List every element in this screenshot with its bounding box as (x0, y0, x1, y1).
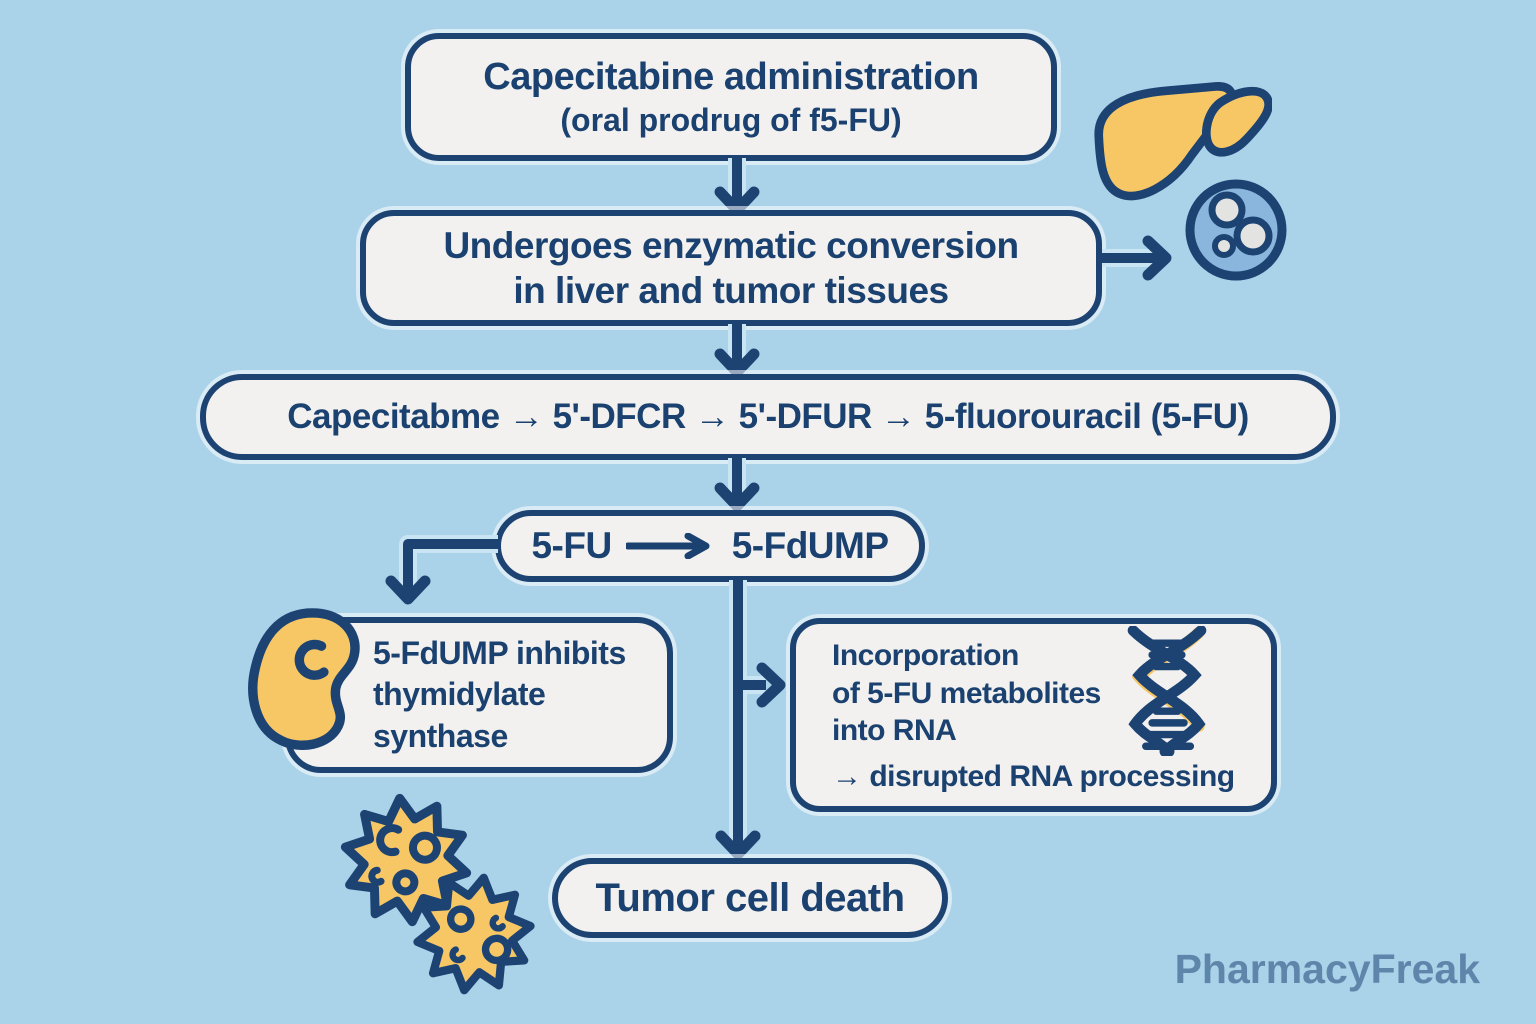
arrow-fdump-to-inhibit (385, 535, 498, 605)
rna-line-3: into RNA (832, 714, 957, 747)
arrow-conversion-to-pathway (714, 324, 760, 378)
cell-icon (1185, 179, 1287, 281)
dna-helix-icon (1127, 626, 1207, 756)
branch-to-rna-arrowhead (756, 662, 786, 708)
long-right-arrow-icon (625, 533, 710, 559)
admin-subtitle: (oral prodrug of f5-FU) (560, 101, 902, 138)
pathway-box: Capecitabme → 5'-DFCR → 5'-DFUR → 5-fluo… (200, 374, 1336, 460)
admin-box: Capecitabine administration (oral prodru… (405, 33, 1057, 161)
rna-line-4: → disrupted RNA processing (832, 759, 1235, 793)
inhibit-line-1: 5-FdUMP inhibits (373, 634, 626, 671)
arrow-conversion-to-cell (1102, 235, 1172, 281)
liver-icon (1094, 82, 1272, 201)
inhibit-line-3: synthase (373, 717, 508, 754)
admin-title: Capecitabine administration (483, 55, 979, 98)
death-title: Tumor cell death (595, 875, 905, 920)
arrow-fdump-to-death (715, 580, 786, 860)
fdump-left-label: 5-FU (531, 525, 612, 566)
inhibit-line-2: thymidylate (373, 676, 546, 713)
rna-box: Incorporation of 5-FU metabolites into R… (790, 618, 1277, 812)
fdump-box: 5-FU 5-FdUMP (495, 510, 925, 582)
arrow-pathway-to-fdump (714, 458, 760, 512)
pathway-text: Capecitabme → 5'-DFCR → 5'-DFUR → 5-fluo… (287, 397, 1249, 436)
tumor-cells-icon (340, 793, 535, 995)
death-box: Tumor cell death (552, 858, 948, 938)
rna-line-1: Incorporation (832, 639, 1019, 672)
fdump-right-label: 5-FdUMP (731, 525, 889, 566)
conversion-line-1: Undergoes enzymatic conversion (443, 224, 1019, 266)
arrow-admin-to-conversion (714, 158, 760, 216)
conversion-box: Undergoes enzymatic conversion in liver … (360, 210, 1102, 326)
enzyme-bean-icon (248, 608, 360, 750)
watermark-brand: PharmacyFreak (1174, 946, 1480, 992)
rna-line-2: of 5-FU metabolites (832, 676, 1101, 710)
conversion-line-2: in liver and tumor tissues (513, 270, 949, 311)
